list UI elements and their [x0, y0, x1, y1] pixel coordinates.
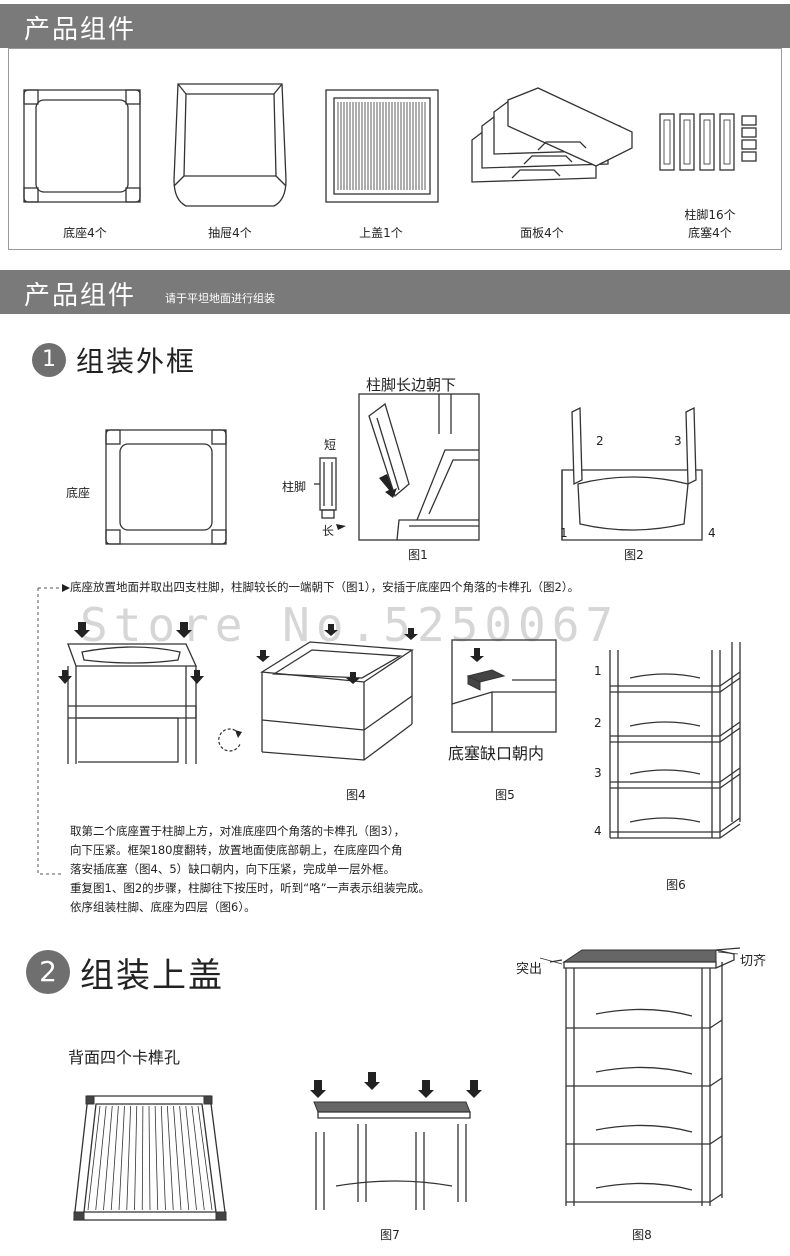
drawer-part-illustration — [170, 80, 300, 210]
fig5-illustration — [452, 640, 562, 736]
instruction-line: 向下压紧。框架180度翻转，放置地面使底部朝上，在底座四个角 — [70, 841, 590, 860]
top-cover-part-illustration — [326, 90, 446, 210]
leg-illustration — [312, 452, 352, 532]
fig7-caption: 图7 — [370, 1226, 410, 1243]
section-header-parts: 产品组件 — [0, 4, 790, 48]
panels-part-illustration — [468, 86, 638, 196]
fig7-illustration — [306, 1072, 486, 1212]
fig6-caption: 图6 — [656, 876, 696, 893]
rotate-180-icon — [215, 724, 245, 754]
step-title: 组装上盖 — [80, 948, 224, 997]
corner-1-label: 1 — [560, 526, 568, 540]
corner-2-label: 2 — [596, 434, 604, 448]
part-label-legs: 柱脚16个 — [670, 206, 750, 223]
section-header-assembly: 产品组件 请于平坦地面进行组装 — [0, 270, 790, 314]
level-1-label: 1 — [594, 664, 602, 678]
long-side-down-caption: 柱脚长边朝下 — [366, 374, 456, 395]
leg-label: 柱脚 — [282, 478, 306, 495]
section-title: 产品组件 — [24, 275, 136, 312]
part-label-top-cover: 上盖1个 — [336, 224, 426, 241]
instruction-line: 依序组装柱脚、底座为四层（图6）。 — [70, 898, 590, 917]
fig2-caption: 图2 — [614, 546, 654, 563]
instruction-1: 底座放置地面并取出四支柱脚，柱脚较长的一端朝下（图1），安插于底座四个角落的卡榫… — [70, 578, 770, 597]
fig6-illustration — [600, 636, 750, 856]
base-illustration — [104, 428, 234, 558]
step-number-badge: 2 — [26, 950, 70, 994]
level-2-label: 2 — [594, 716, 602, 730]
part-label-drawer: 抽屉4个 — [185, 224, 275, 241]
fig3-illustration — [56, 614, 216, 774]
fig1-illustration — [359, 394, 483, 542]
corner-4-label: 4 — [708, 526, 716, 540]
fig2-illustration — [560, 400, 710, 550]
fig1-caption: 图1 — [398, 546, 438, 563]
instruction-line: 落安插底塞（图4、5）缺口朝内，向下压紧，完成单一层外框。 — [70, 860, 590, 879]
step-title: 组装外框 — [76, 340, 196, 380]
instruction-line: 重复图1、图2的步骤，柱脚往下按压时，听到“咯”一声表示组装完成。 — [70, 879, 590, 898]
protrude-label: 突出 — [516, 958, 542, 977]
part-label-panel: 面板4个 — [497, 224, 587, 241]
part-label-base: 底座4个 — [40, 224, 130, 241]
back-holes-caption: 背面四个卡榫孔 — [68, 1044, 180, 1068]
fig4-illustration — [254, 620, 424, 770]
fig8-illustration — [556, 940, 756, 1220]
fig4-caption: 图4 — [336, 786, 376, 803]
short-end-label: 短 — [324, 436, 336, 453]
corner-3-label: 3 — [674, 434, 682, 448]
section-subtitle: 请于平坦地面进行组装 — [165, 290, 275, 306]
top-cover-back-illustration — [70, 1090, 230, 1230]
level-4-label: 4 — [594, 824, 602, 838]
step-number-badge: 1 — [32, 343, 66, 377]
fig8-caption: 图8 — [622, 1226, 662, 1243]
base-part-illustration — [22, 86, 152, 216]
legs-and-plugs-illustration — [658, 110, 768, 180]
instruction-2: 取第二个底座置于柱脚上方，对准底座四个角落的卡榫孔（图3）， 向下压紧。框架18… — [70, 822, 590, 917]
plug-notch-caption: 底塞缺口朝内 — [448, 740, 544, 764]
part-label-plugs: 底塞4个 — [670, 224, 750, 241]
base-label: 底座 — [66, 484, 90, 501]
instruction-line: 取第二个底座置于柱脚上方，对准底座四个角落的卡榫孔（图3）， — [70, 822, 590, 841]
fig5-caption: 图5 — [485, 786, 525, 803]
level-3-label: 3 — [594, 766, 602, 780]
section-title: 产品组件 — [24, 9, 136, 46]
